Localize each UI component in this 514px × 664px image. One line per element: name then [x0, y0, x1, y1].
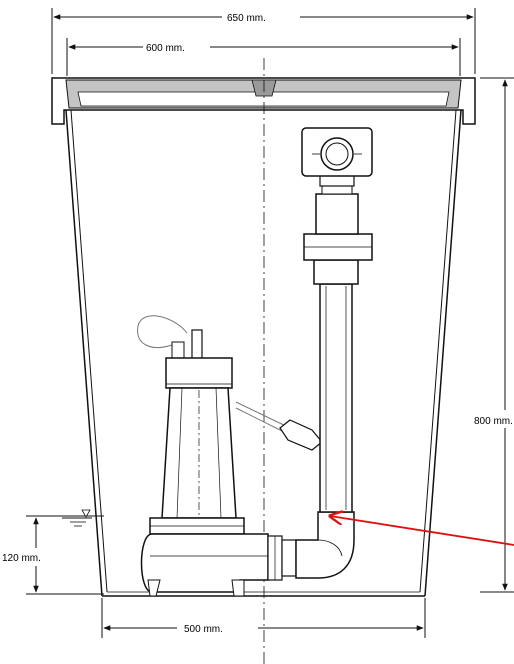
height-label: 800 mm.: [474, 416, 513, 427]
submersible-pump: [137, 315, 297, 597]
dimension-height: 800 mm.: [474, 77, 514, 593]
dimension-base-width: 500 mm.: [101, 598, 426, 638]
tank: [51, 77, 476, 597]
annotation-arrow: [330, 516, 514, 546]
dimension-inner-width: 600 mm.: [66, 38, 461, 76]
overall-width-label: 650 mm.: [227, 13, 266, 24]
dimension-water-level: 120 mm.: [2, 509, 104, 595]
dimension-overall-width: 650 mm.: [51, 8, 476, 74]
discharge-pipe: [295, 127, 373, 579]
base-width-label: 500 mm.: [184, 624, 223, 635]
water-level-label: 120 mm.: [2, 553, 41, 564]
float-switch: [235, 401, 323, 451]
inner-width-label: 600 mm.: [146, 43, 185, 54]
water-level-symbol: [62, 509, 92, 527]
